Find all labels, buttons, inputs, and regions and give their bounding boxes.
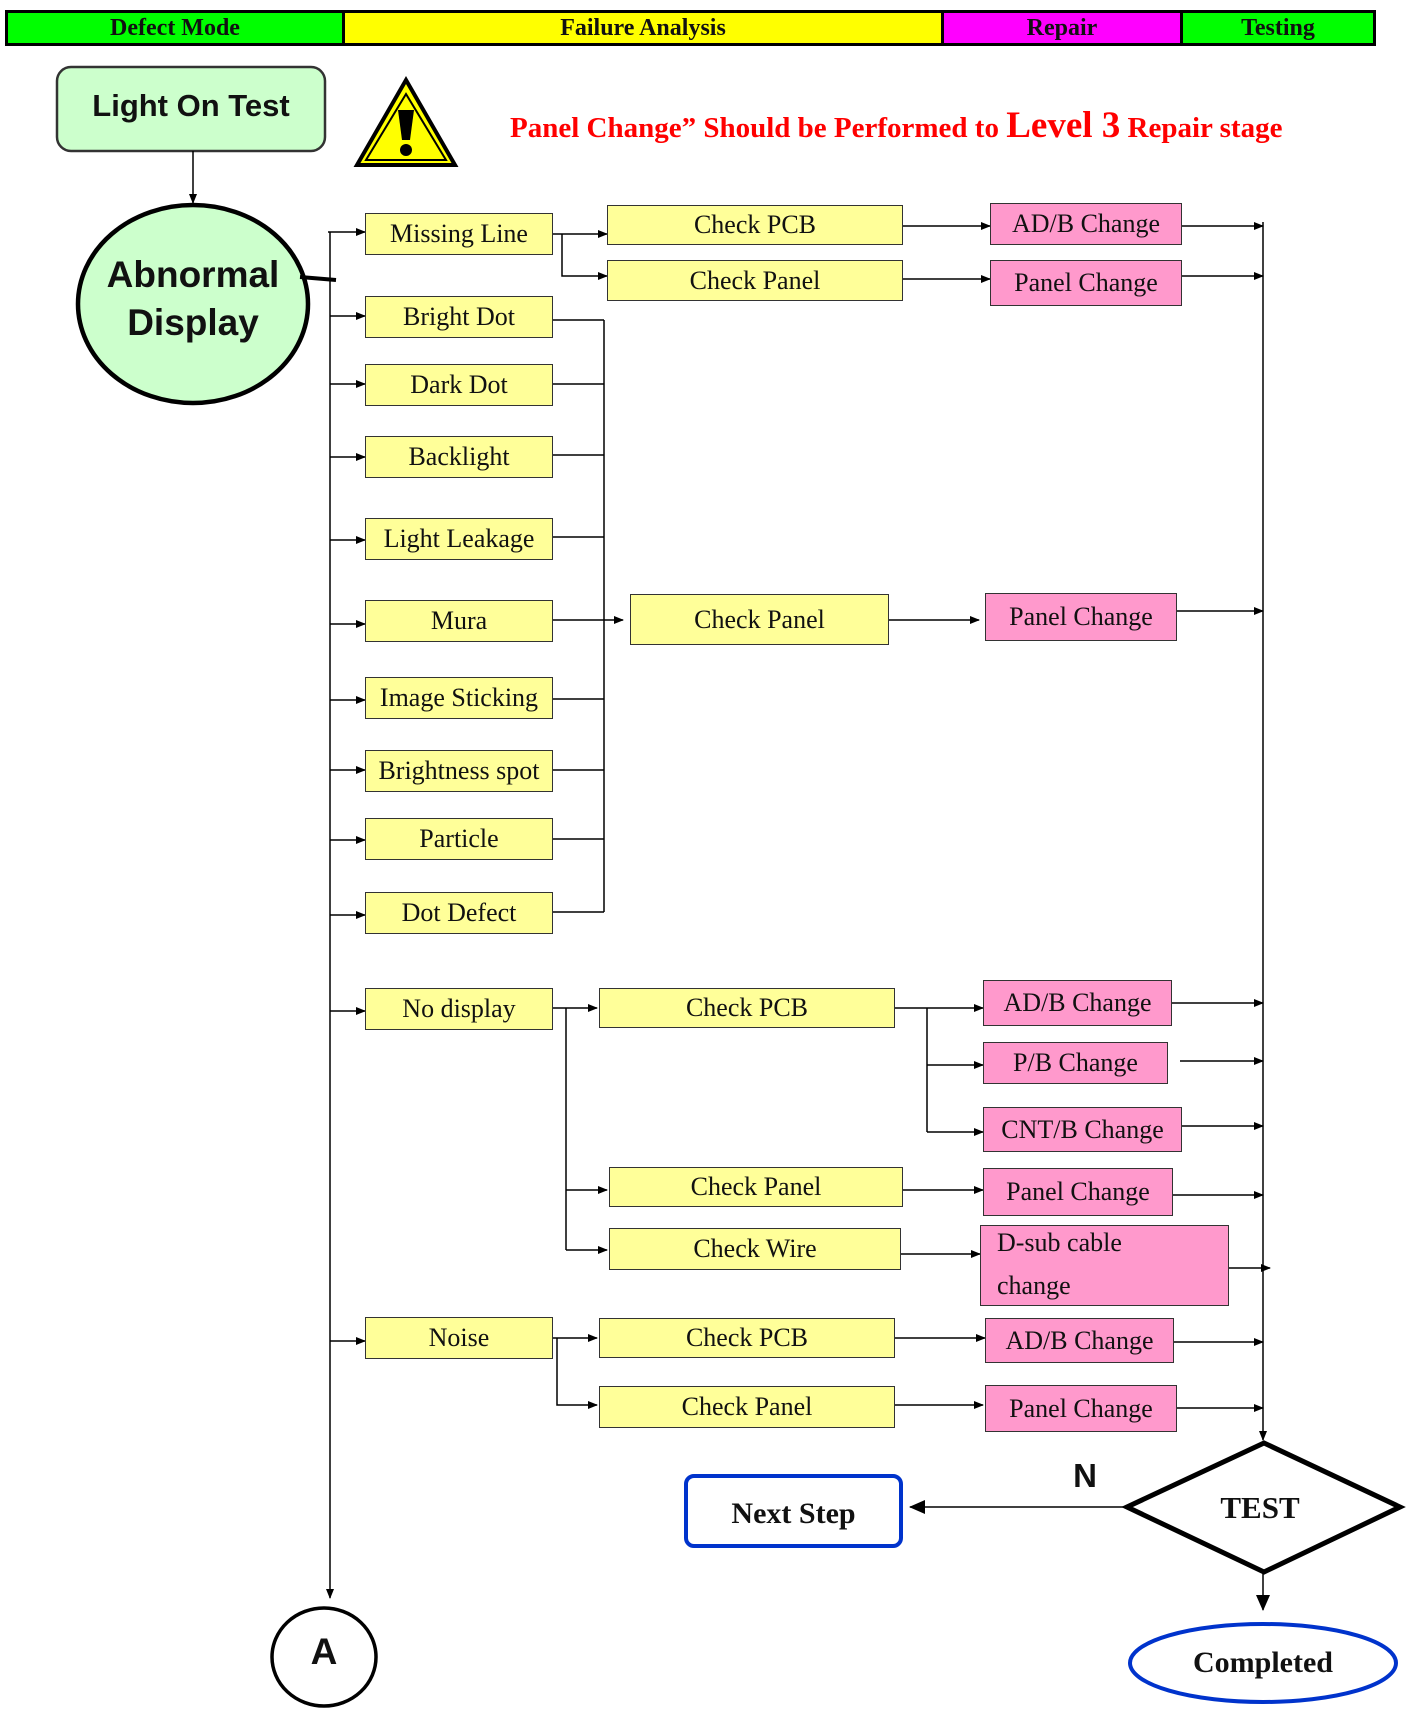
- repair-panel-change-noise: Panel Change: [985, 1385, 1177, 1432]
- test-decision: [1121, 1440, 1406, 1575]
- defect-mura: Mura: [365, 600, 553, 642]
- defect-light-leakage: Light Leakage: [365, 518, 553, 560]
- connector-a: [270, 1606, 378, 1708]
- defect-backlight: Backlight: [365, 436, 553, 478]
- warning-level: Level 3: [1006, 105, 1121, 146]
- repair-pb-change: P/B Change: [983, 1042, 1168, 1084]
- connector-a-label: A: [310, 1631, 338, 1672]
- level-3-warning: Panel Change” Should be Performed to Lev…: [510, 104, 1282, 147]
- repair-panel-change-panel-defects: Panel Change: [985, 593, 1177, 641]
- analysis-check-pcb-missing-line: Check PCB: [607, 205, 903, 245]
- defect-noise: Noise: [365, 1317, 553, 1359]
- abnormal-display-label-2: Display: [127, 302, 259, 343]
- repair-adb-change-no-display: AD/B Change: [983, 980, 1172, 1026]
- warning-text-2: Repair stage: [1120, 112, 1283, 144]
- light-on-test-node: [55, 65, 327, 153]
- header-testing: Testing: [1180, 10, 1376, 46]
- completed-node: [1128, 1622, 1398, 1704]
- next-step-node: [684, 1474, 903, 1548]
- repair-adb-change-missing-line: AD/B Change: [990, 203, 1182, 245]
- dsub-label-line-1: D-sub cable: [997, 1228, 1122, 1257]
- warning-triangle-icon: [352, 75, 460, 169]
- header-failure-analysis-label: Failure Analysis: [560, 14, 726, 41]
- defect-missing-line: Missing Line: [365, 213, 553, 255]
- warning-text-1: Panel Change” Should be Performed to: [510, 112, 1007, 144]
- n-label: N: [1073, 1457, 1097, 1494]
- analysis-check-pcb-noise: Check PCB: [599, 1318, 895, 1358]
- analysis-check-panel-missing-line: Check Panel: [607, 260, 903, 301]
- repair-adb-change-noise: AD/B Change: [985, 1318, 1174, 1363]
- defect-dot-defect: Dot Defect: [365, 892, 553, 934]
- defect-dark-dot: Dark Dot: [365, 364, 553, 406]
- defect-brightness-spot: Brightness spot: [365, 750, 553, 792]
- repair-dsub-cable-change: D-sub cable change: [980, 1225, 1229, 1306]
- header-failure-analysis: Failure Analysis: [342, 10, 944, 46]
- analysis-check-panel-no-display: Check Panel: [609, 1167, 903, 1207]
- next-step-label: Next Step: [731, 1497, 856, 1530]
- defect-bright-dot: Bright Dot: [365, 296, 553, 338]
- defect-particle: Particle: [365, 818, 553, 860]
- repair-cntb-change: CNT/B Change: [983, 1107, 1182, 1152]
- repair-panel-change-no-display: Panel Change: [983, 1168, 1173, 1216]
- analysis-check-pcb-no-display: Check PCB: [599, 988, 895, 1028]
- header-defect-mode-label: Defect Mode: [110, 14, 240, 41]
- header-defect-mode: Defect Mode: [5, 10, 345, 46]
- abnormal-display-node: [75, 202, 311, 406]
- light-on-test-label: Light On Test: [92, 88, 290, 123]
- defect-no-display: No display: [365, 988, 553, 1030]
- completed-label: Completed: [1193, 1646, 1333, 1679]
- defect-image-sticking: Image Sticking: [365, 677, 553, 719]
- analysis-check-panel-panel-defects: Check Panel: [630, 594, 889, 645]
- test-label: TEST: [1220, 1490, 1300, 1525]
- header-repair: Repair: [941, 10, 1183, 46]
- analysis-check-wire: Check Wire: [609, 1228, 901, 1270]
- header-repair-label: Repair: [1026, 14, 1098, 41]
- repair-panel-change-missing-line: Panel Change: [990, 260, 1182, 306]
- abnormal-display-label-1: Abnormal: [106, 254, 280, 295]
- header-testing-label: Testing: [1241, 14, 1315, 41]
- dsub-label-line-2: change: [997, 1271, 1071, 1300]
- analysis-check-panel-noise: Check Panel: [599, 1386, 895, 1428]
